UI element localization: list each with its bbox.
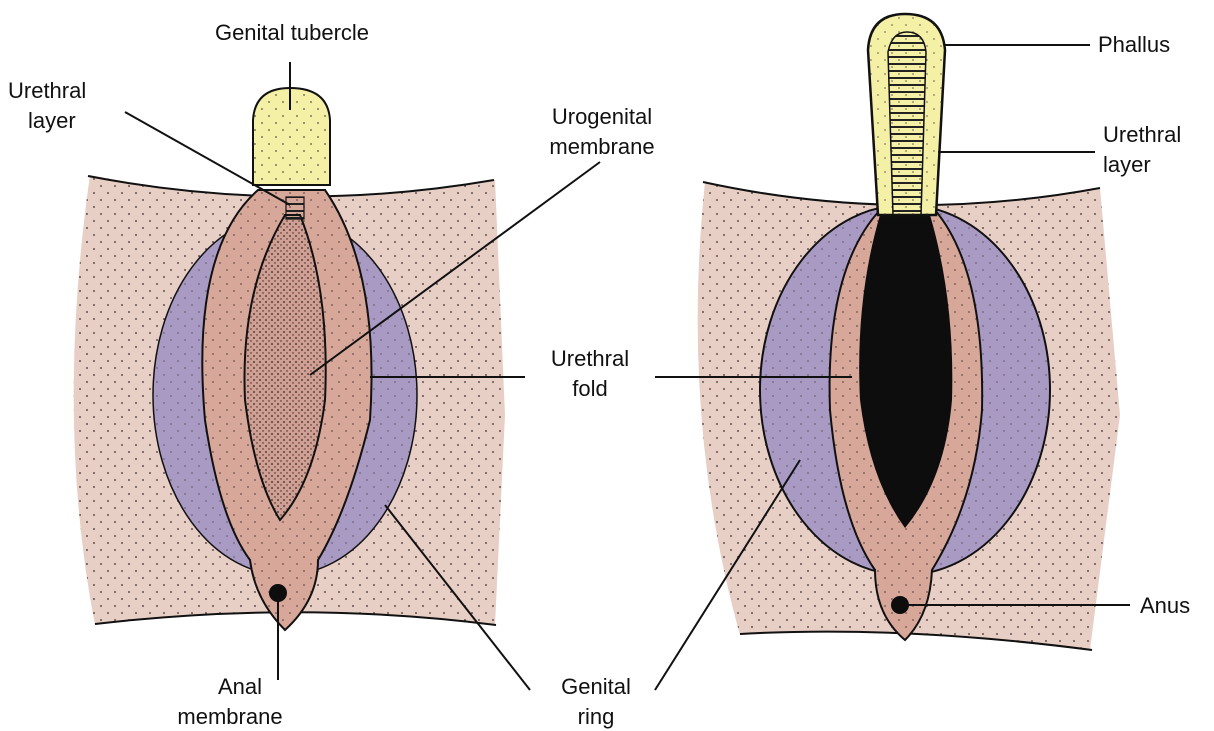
right-figure xyxy=(697,12,1120,651)
label-urogenital-membrane-line1: Urogenital xyxy=(552,104,652,129)
left-membrane-stipple xyxy=(244,215,326,520)
left-urethral-plate xyxy=(285,196,305,220)
label-urethral-layer-left-line1: Urethral xyxy=(8,78,86,103)
label-urethral-layer-right-line2: layer xyxy=(1103,152,1151,177)
right-urethral-layer xyxy=(887,31,927,216)
label-anal-membrane-line2: membrane xyxy=(177,704,282,729)
label-genital-ring-line1: Genital xyxy=(561,674,631,699)
left-tubercle-stipple xyxy=(253,88,330,185)
label-urethral-fold-line2: fold xyxy=(572,376,607,401)
leader-urogenital-membrane xyxy=(309,161,601,376)
leader-lines xyxy=(124,44,1130,691)
label-phallus: Phallus xyxy=(1098,32,1170,57)
label-urethral-layer-right-line1: Urethral xyxy=(1103,122,1181,147)
leader-genital-ring-left xyxy=(384,504,531,691)
labels: Genital tubercle Urethral layer Urogenit… xyxy=(8,20,1190,729)
label-urogenital-membrane-line2: membrane xyxy=(549,134,654,159)
label-urethral-layer-left-line2: layer xyxy=(28,108,76,133)
label-anal-membrane-line1: Anal xyxy=(218,674,262,699)
label-anus: Anus xyxy=(1140,593,1190,618)
label-genital-ring-line2: ring xyxy=(578,704,615,729)
right-urethral-groove xyxy=(859,215,953,528)
left-figure xyxy=(73,86,505,632)
leader-genital-ring-right xyxy=(654,459,801,691)
right-anus xyxy=(891,596,909,614)
left-anal-membrane xyxy=(269,584,287,602)
leader-urethral-layer-left xyxy=(124,111,291,206)
label-urethral-fold-line1: Urethral xyxy=(551,346,629,371)
label-genital-tubercle: Genital tubercle xyxy=(215,20,369,45)
